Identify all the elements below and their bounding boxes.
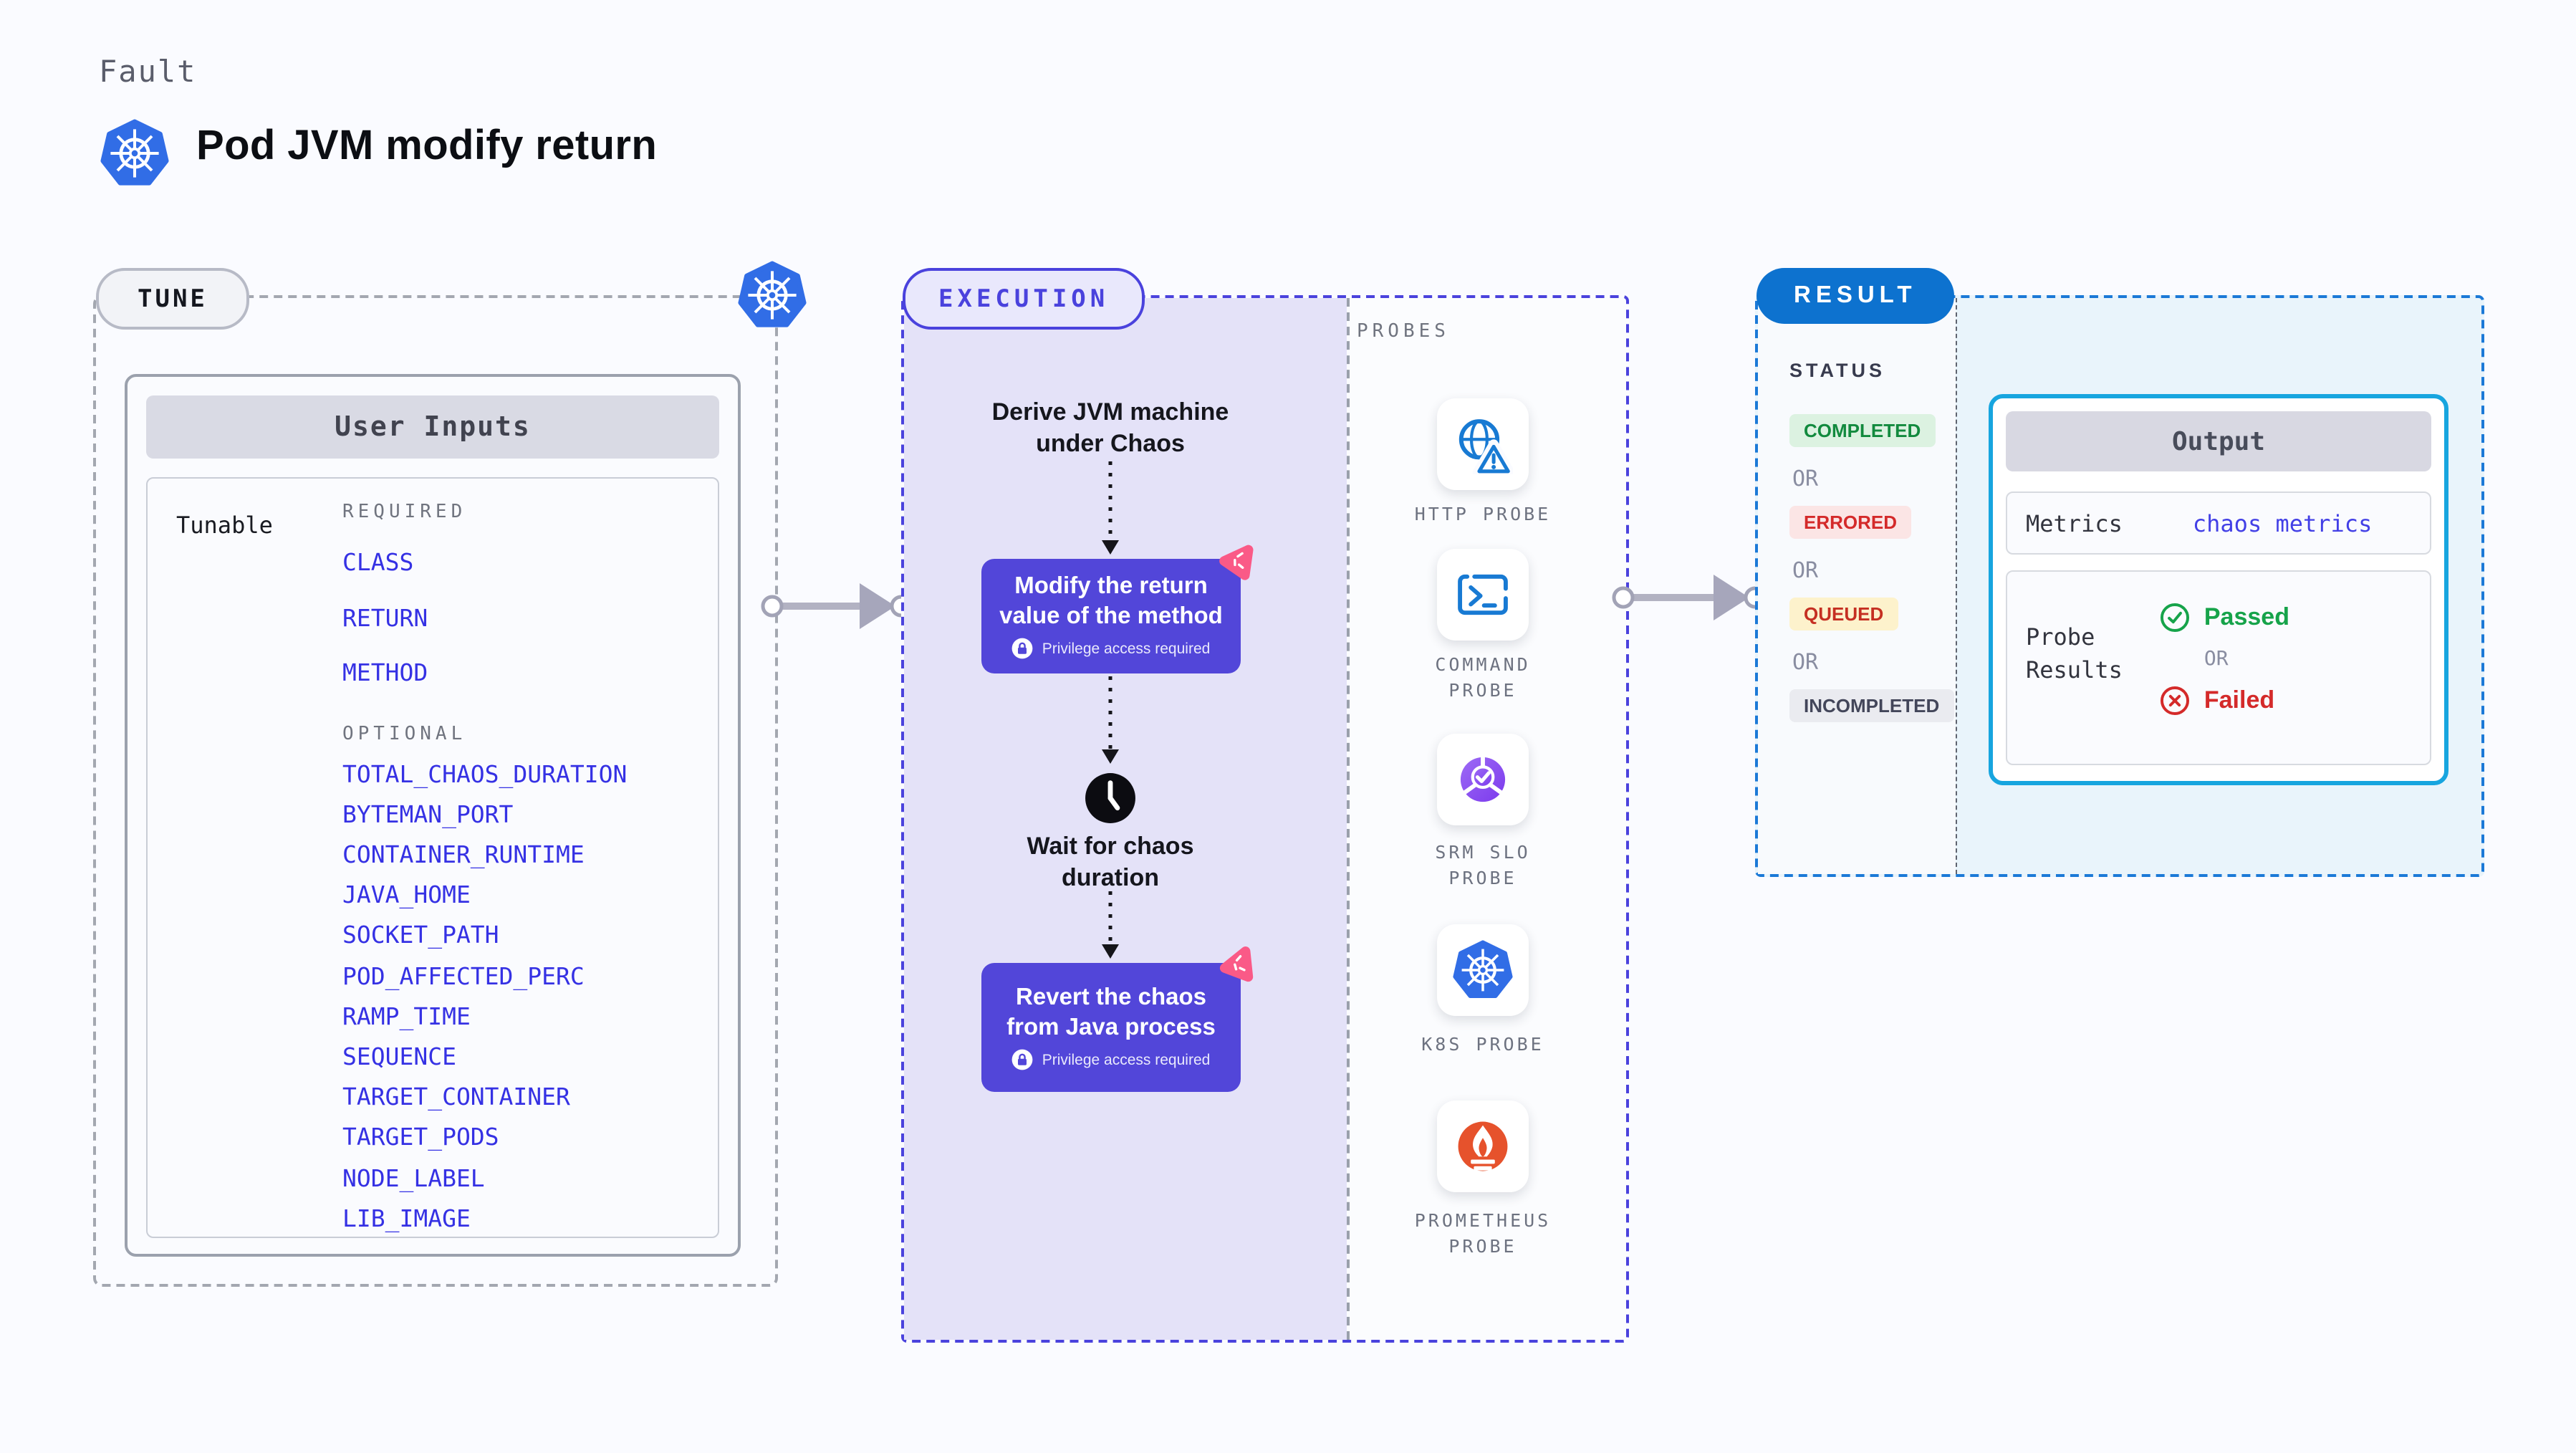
- status-column: STATUS COMPLETED OR ERRORED OR QUEUED OR…: [1789, 360, 1969, 722]
- step-revert-label: Revert the chaos from Java process: [1006, 984, 1216, 1040]
- tune-section: [93, 295, 778, 1287]
- user-inputs-list: Tunable REQUIRED CLASS RETURN METHOD OPT…: [146, 477, 719, 1238]
- status-badge-completed: COMPLETED: [1789, 414, 1936, 447]
- probe-card-prometheus: [1437, 1100, 1529, 1192]
- step-modify-return-node: Modify the return value of the method Pr…: [981, 559, 1241, 673]
- output-card: Output Metrics chaos metrics Probe Resul…: [1989, 394, 2448, 785]
- or-label: OR: [1792, 466, 1819, 491]
- tunable-item: TARGET_CONTAINER: [342, 1083, 570, 1111]
- status-badge-incompleted: INCOMPLETED: [1789, 689, 1954, 722]
- status-panel: [1758, 298, 1956, 874]
- user-inputs-title: User Inputs: [146, 395, 719, 459]
- check-circle-icon: [2160, 602, 2191, 633]
- kubernetes-icon: [1453, 940, 1513, 1000]
- metrics-row: Metrics chaos metrics: [2006, 491, 2431, 555]
- execution-probes-divider: [1347, 298, 1350, 1340]
- probe-label-http: HTTP PROBE: [1414, 503, 1552, 524]
- globe-warning-icon: [1453, 414, 1513, 474]
- required-group-label: REQUIRED: [342, 502, 467, 523]
- tunable-item: TOTAL_CHAOS_DURATION: [342, 760, 628, 787]
- probe-label-command: COMMAND PROBE: [1435, 653, 1531, 700]
- lock-icon: [1012, 638, 1034, 659]
- tunable-item: LIB_IMAGE: [342, 1204, 471, 1232]
- privilege-note: Privilege access required: [1042, 640, 1211, 657]
- tunable-item: RETURN: [342, 604, 428, 631]
- step-modify-label: Modify the return value of the method: [999, 573, 1223, 628]
- privilege-note: Privilege access required: [1042, 1051, 1211, 1068]
- flow-connector: [1102, 676, 1119, 764]
- lock-icon: [1012, 1049, 1034, 1070]
- execution-flow-panel: [904, 298, 1347, 1340]
- tunable-item: SEQUENCE: [342, 1042, 456, 1070]
- tunable-item: METHOD: [342, 659, 428, 686]
- failed-label: Failed: [2203, 686, 2275, 714]
- required-items: CLASS RETURN METHOD: [342, 536, 627, 701]
- probe-card-k8s: [1437, 924, 1529, 1016]
- tunable-item: NODE_LABEL: [342, 1164, 485, 1192]
- tunable-item: BYTEMAN_PORT: [342, 800, 514, 828]
- execution-section-label: EXECUTION: [903, 268, 1145, 330]
- or-label: OR: [2203, 648, 2229, 671]
- status-heading: STATUS: [1789, 360, 1885, 381]
- result-divider: [1956, 298, 1957, 874]
- clock-icon: [1083, 771, 1138, 825]
- optional-items: TOTAL_CHAOS_DURATION BYTEMAN_PORT CONTAI…: [342, 754, 627, 1239]
- user-inputs-card: User Inputs Tunable REQUIRED CLASS RETUR…: [125, 374, 741, 1257]
- tunable-item: POD_AFFECTED_PERC: [342, 962, 585, 990]
- probe-results-label: Probe Results: [2026, 623, 2123, 684]
- status-badge-errored: ERRORED: [1789, 506, 1912, 539]
- tunable-item: CONTAINER_RUNTIME: [342, 840, 585, 868]
- x-circle-icon: [2160, 685, 2191, 716]
- kubernetes-icon: [100, 119, 169, 188]
- metrics-value: chaos metrics: [2192, 509, 2373, 537]
- tunable-item: JAVA_HOME: [342, 881, 471, 909]
- status-badge-queued: QUEUED: [1789, 598, 1898, 630]
- tune-section-label: TUNE: [96, 268, 249, 330]
- tunable-item: TARGET_PODS: [342, 1123, 499, 1151]
- metrics-label: Metrics: [2026, 509, 2123, 537]
- probe-label-prometheus: PROMETHEUS PROBE: [1414, 1209, 1552, 1256]
- tunable-item: CLASS: [342, 549, 414, 576]
- flow-connector: [1102, 461, 1119, 555]
- chaos-icon: [1213, 537, 1259, 582]
- optional-group-label: OPTIONAL: [342, 723, 467, 744]
- probe-label-srm-slo: SRM SLO PROBE: [1435, 841, 1531, 888]
- result-section-label: RESULT: [1756, 268, 1954, 324]
- flow-connector: [1102, 891, 1119, 959]
- step-wait-label: Wait for chaos duration: [1027, 833, 1194, 891]
- step-derive-jvm: Derive JVM machine under Chaos: [991, 398, 1229, 456]
- probes-section-label: PROBES: [1357, 321, 1450, 342]
- execution-to-result-arrow: [1612, 575, 1767, 620]
- chaos-icon: [1214, 942, 1259, 987]
- step-revert-chaos-node: Revert the chaos from Java process Privi…: [981, 963, 1241, 1092]
- probe-card-http: [1437, 398, 1529, 490]
- fault-kicker: Fault: [99, 54, 197, 89]
- output-title: Output: [2006, 411, 2431, 471]
- or-label: OR: [1792, 557, 1819, 583]
- tunable-item: RAMP_TIME: [342, 1002, 471, 1030]
- prometheus-flame-icon: [1453, 1116, 1513, 1176]
- tunable-row-label: Tunable: [176, 512, 273, 539]
- or-label: OR: [1792, 649, 1819, 675]
- kubernetes-icon: [738, 261, 807, 330]
- terminal-icon: [1453, 565, 1513, 625]
- probe-label-k8s: K8S PROBE: [1421, 1033, 1544, 1055]
- tunable-item: SOCKET_PATH: [342, 921, 499, 949]
- probe-results-row: Probe Results Passed OR Failed: [2006, 570, 2431, 765]
- probe-card-srm-slo: [1437, 734, 1529, 825]
- page-title: Pod JVM modify return: [196, 123, 658, 169]
- slo-ring-check-icon: [1453, 749, 1513, 810]
- passed-label: Passed: [2203, 603, 2289, 630]
- probe-card-command: [1437, 549, 1529, 641]
